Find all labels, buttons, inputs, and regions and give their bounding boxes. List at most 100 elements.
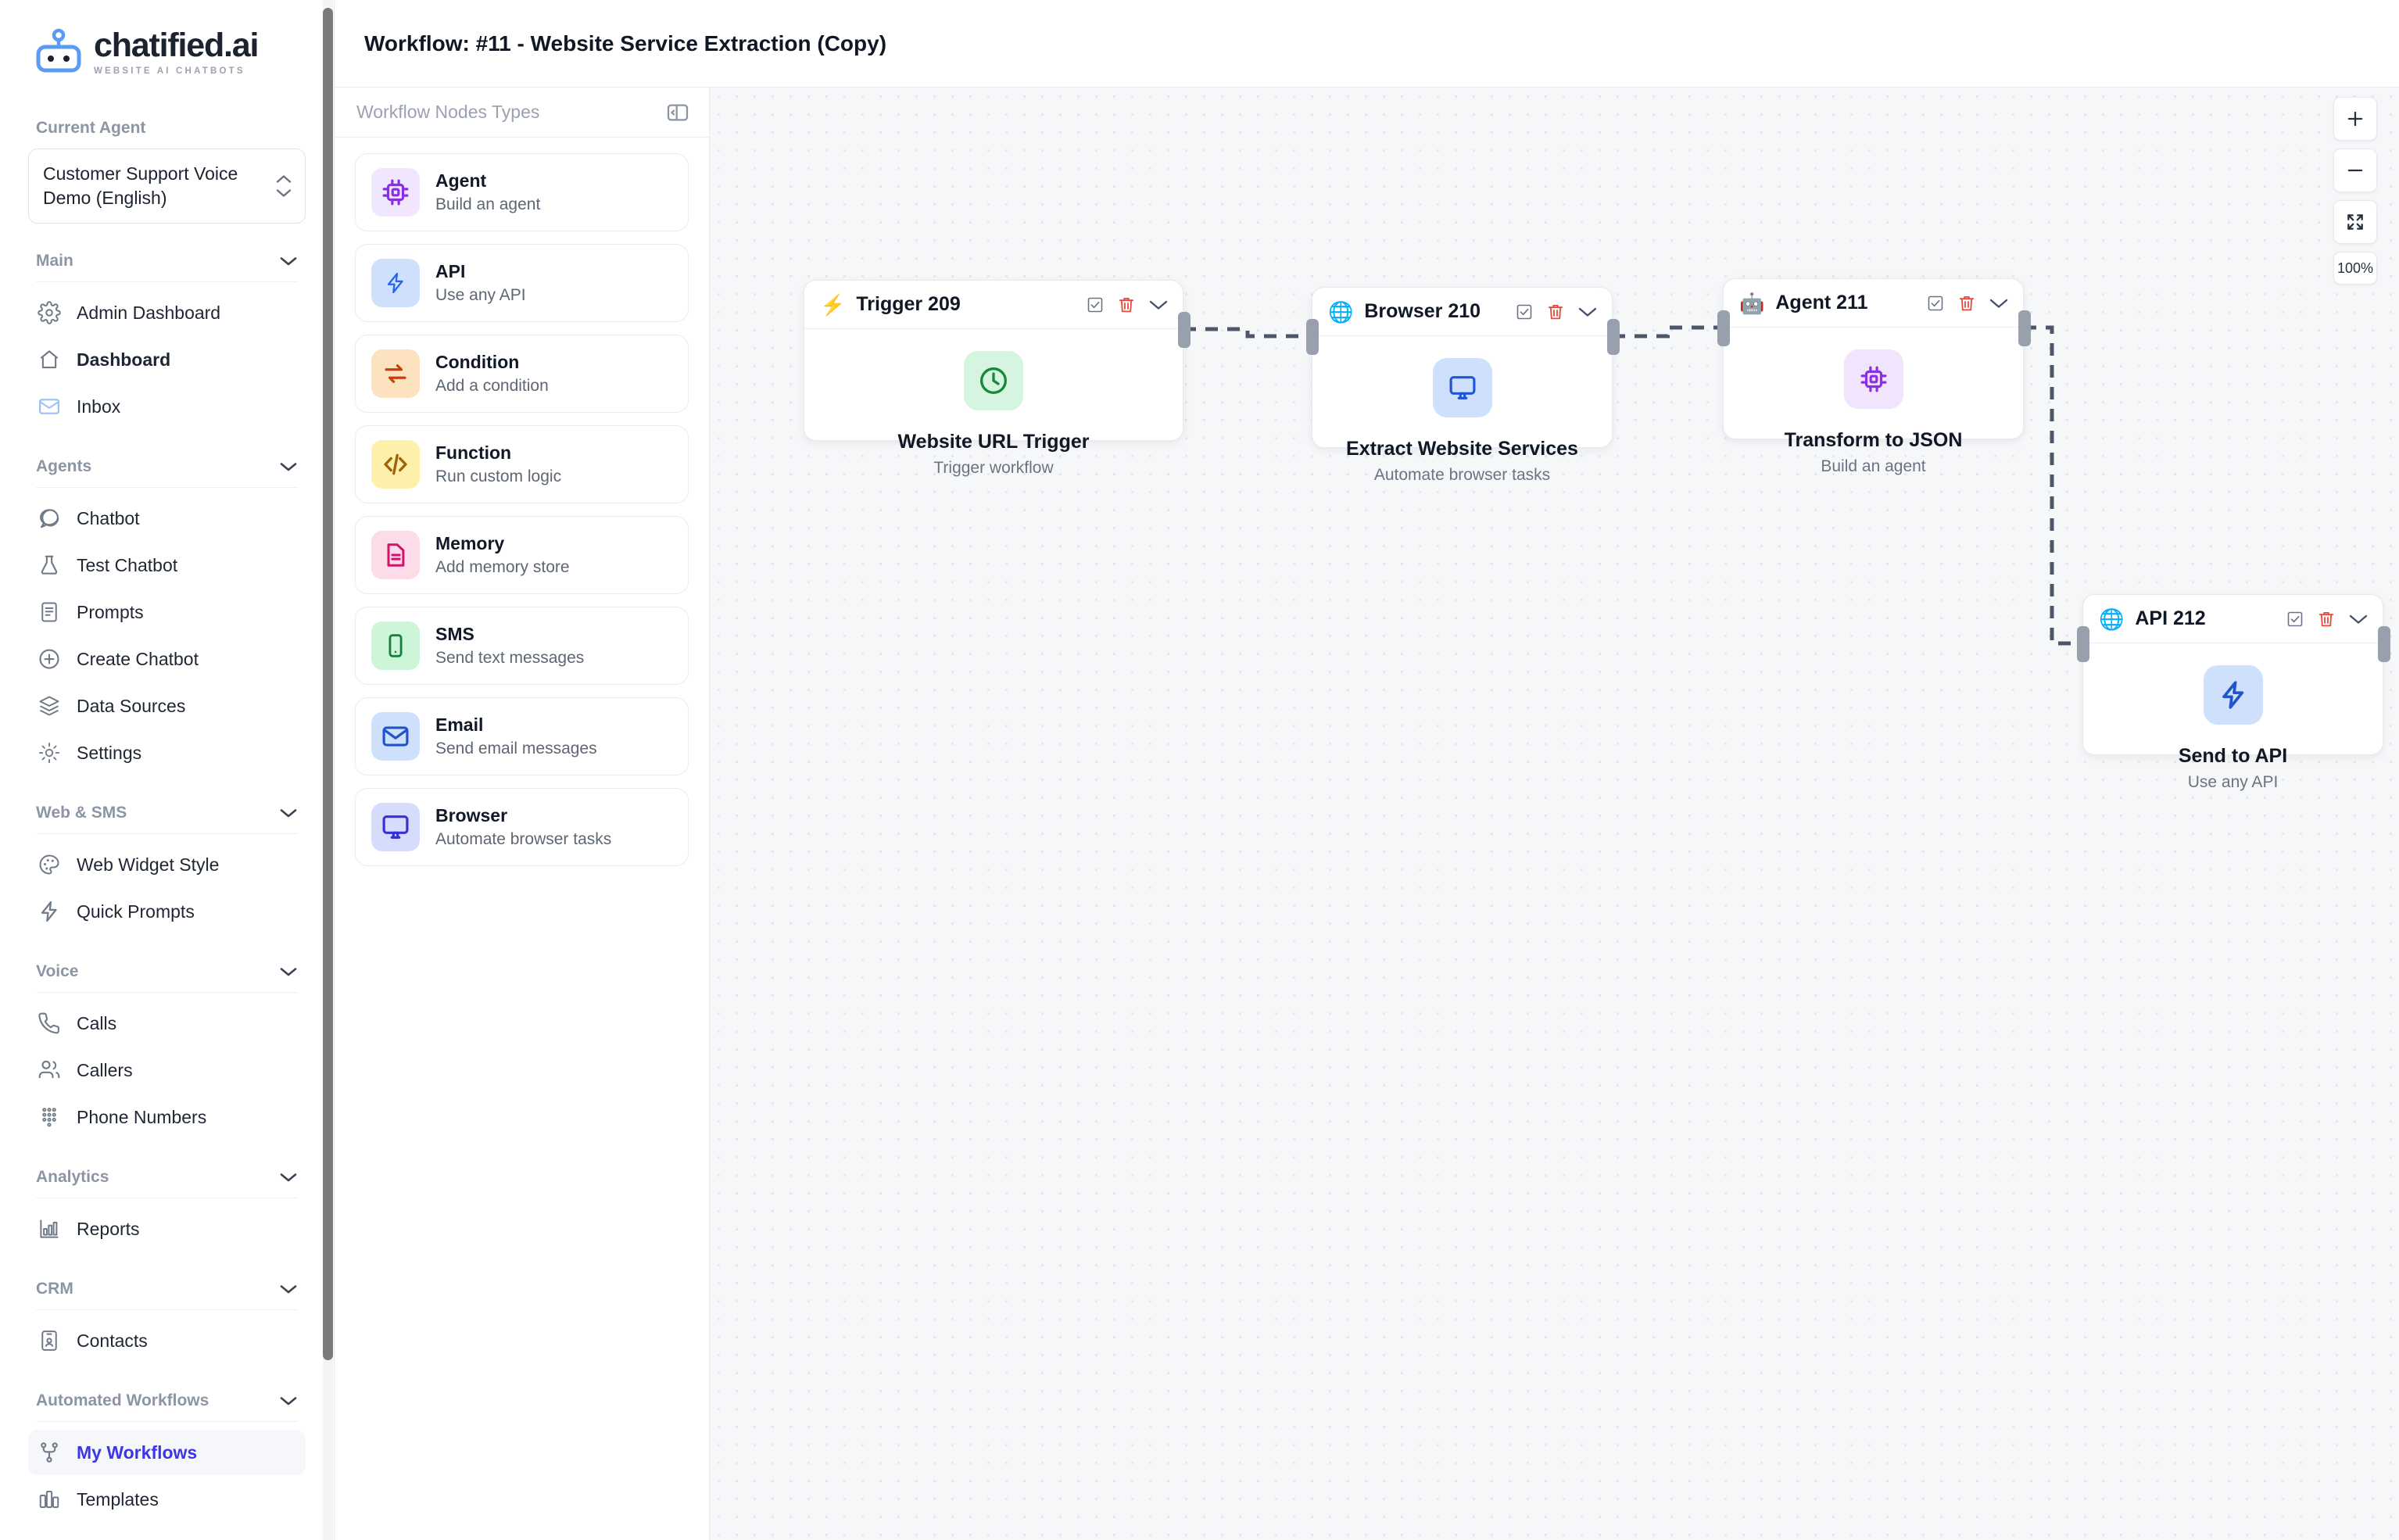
sidebar-item-prompts[interactable]: Prompts — [28, 589, 306, 635]
chevron-down-icon — [279, 1284, 298, 1295]
sidebar-item-label: Test Chatbot — [77, 554, 178, 575]
sidebar-item-callers[interactable]: Callers — [28, 1048, 306, 1093]
node-source-handle[interactable] — [2018, 310, 2031, 346]
node-chevron-down-icon[interactable] — [2348, 613, 2369, 625]
sidebar-divider — [36, 992, 298, 994]
chatified-robot-logo-icon — [34, 28, 83, 77]
sidebar-item-contacts[interactable]: Contacts — [28, 1318, 306, 1363]
contact-card-icon — [38, 1329, 61, 1352]
node-trash-icon[interactable] — [2317, 610, 2336, 629]
node-source-handle[interactable] — [2378, 626, 2390, 662]
sidebar-item-label: Contacts — [77, 1330, 148, 1351]
sidebar-item-label: Settings — [77, 742, 142, 763]
sidebar-group-main[interactable]: Main — [28, 252, 306, 270]
sidebar-item-calls[interactable]: Calls — [28, 1001, 306, 1046]
node-source-handle[interactable] — [1178, 312, 1191, 348]
node-type-emoji-icon: 🤖 — [1739, 291, 1765, 315]
sidebar-item-label: Callers — [77, 1059, 133, 1080]
node-type-desc: Add a condition — [435, 376, 549, 395]
sidebar-item-chatbot[interactable]: Chatbot — [28, 496, 306, 541]
node-actions — [1926, 294, 2009, 313]
node-checkbox-icon[interactable] — [1926, 294, 1945, 313]
sidebar-scrollbar-thumb[interactable] — [323, 8, 333, 1360]
sidebar-item-web-widget-style[interactable]: Web Widget Style — [28, 842, 306, 887]
node-source-handle[interactable] — [1607, 319, 1620, 355]
node-chevron-down-icon[interactable] — [1577, 306, 1598, 318]
node-trash-icon[interactable] — [1957, 294, 1976, 313]
node-chevron-down-icon[interactable] — [1148, 299, 1169, 311]
chevron-down-icon — [279, 461, 298, 472]
sidebar-item-my-workflows[interactable]: My Workflows — [28, 1430, 306, 1476]
node-type-emoji-icon: ⚡ — [820, 292, 846, 317]
node-type-emoji-icon: 🌐 — [1328, 299, 1354, 324]
sidebar-item-inbox[interactable]: Inbox — [28, 384, 306, 429]
current-agent-select[interactable]: Customer Support Voice Demo (English) — [28, 149, 306, 224]
node-header[interactable]: 🌐API 212 — [2083, 595, 2383, 643]
sidebar-item-settings[interactable]: Settings — [28, 730, 306, 775]
sidebar-item-quick-prompts[interactable]: Quick Prompts — [28, 889, 306, 934]
monitor-icon — [1432, 358, 1492, 417]
sidebar-item-reports[interactable]: Reports — [28, 1206, 306, 1252]
node-type-name: Browser — [435, 804, 508, 826]
node-header[interactable]: ⚡Trigger 209 — [804, 281, 1183, 329]
sidebar-group-agents[interactable]: Agents — [28, 457, 306, 476]
node-chevron-down-icon[interactable] — [1989, 297, 2009, 310]
sidebar-item-dashboard[interactable]: Dashboard — [28, 337, 306, 382]
node-checkbox-icon[interactable] — [2286, 610, 2304, 629]
node-title: Agent 211 — [1775, 292, 1868, 313]
sidebar-item-test-chatbot[interactable]: Test Chatbot — [28, 543, 306, 588]
sidebar-group-analytics[interactable]: Analytics — [28, 1168, 306, 1187]
sidebar-item-data-sources[interactable]: Data Sources — [28, 683, 306, 729]
sidebar-item-templates[interactable]: Templates — [28, 1477, 306, 1522]
sidebar-item-admin-dashboard[interactable]: Admin Dashboard — [28, 290, 306, 335]
chevron-down-icon — [279, 966, 298, 977]
node-sublabel: Trigger workflow — [933, 459, 1054, 477]
node-trash-icon[interactable] — [1546, 303, 1565, 321]
sidebar-item-phone-numbers[interactable]: Phone Numbers — [28, 1094, 306, 1140]
chevron-down-icon — [279, 256, 298, 267]
brand-logo[interactable]: chatified.ai WEBSITE AI CHATBOTS — [28, 0, 306, 92]
node-header[interactable]: 🌐Browser 210 — [1312, 288, 1612, 336]
sidebar-item-label: Chatbot — [77, 507, 140, 528]
node-type-desc: Run custom logic — [435, 467, 562, 485]
zoom-in-button[interactable] — [2333, 97, 2377, 141]
swap-arrows-icon — [371, 349, 420, 398]
zoom-out-button[interactable] — [2333, 149, 2377, 192]
node-type-desc: Send email messages — [435, 739, 597, 757]
sidebar-group-voice[interactable]: Voice — [28, 962, 306, 981]
node-sublabel: Automate browser tasks — [1373, 466, 1551, 484]
node-checkbox-icon[interactable] — [1086, 295, 1105, 314]
node-sublabel: Build an agent — [1821, 457, 1926, 475]
node-type-name: SMS — [435, 623, 474, 644]
sidebar-group-automated-workflows[interactable]: Automated Workflows — [28, 1391, 306, 1410]
fit-view-button[interactable] — [2333, 200, 2377, 244]
node-checkbox-icon[interactable] — [1515, 303, 1534, 321]
sidebar-item-create-chatbot[interactable]: Create Chatbot — [28, 636, 306, 682]
sidebar-group-web-sms[interactable]: Web & SMS — [28, 804, 306, 822]
panel-collapse-icon[interactable] — [665, 100, 690, 125]
node-target-handle[interactable] — [1717, 310, 1730, 346]
zoom-level-label[interactable]: 100% — [2333, 252, 2377, 285]
node-target-handle[interactable] — [2077, 626, 2089, 662]
node-trash-icon[interactable] — [1117, 295, 1136, 314]
sidebar-group-crm[interactable]: CRM — [28, 1280, 306, 1298]
layers-icon — [38, 694, 61, 718]
sidebar-item-label: Create Chatbot — [77, 648, 199, 669]
sidebar-divider — [36, 1309, 298, 1311]
nodes-panel-header: Workflow Nodes Types — [335, 88, 709, 138]
node-header[interactable]: 🤖 Agent 211 — [1724, 279, 2023, 328]
node-target-handle[interactable] — [1306, 319, 1319, 355]
